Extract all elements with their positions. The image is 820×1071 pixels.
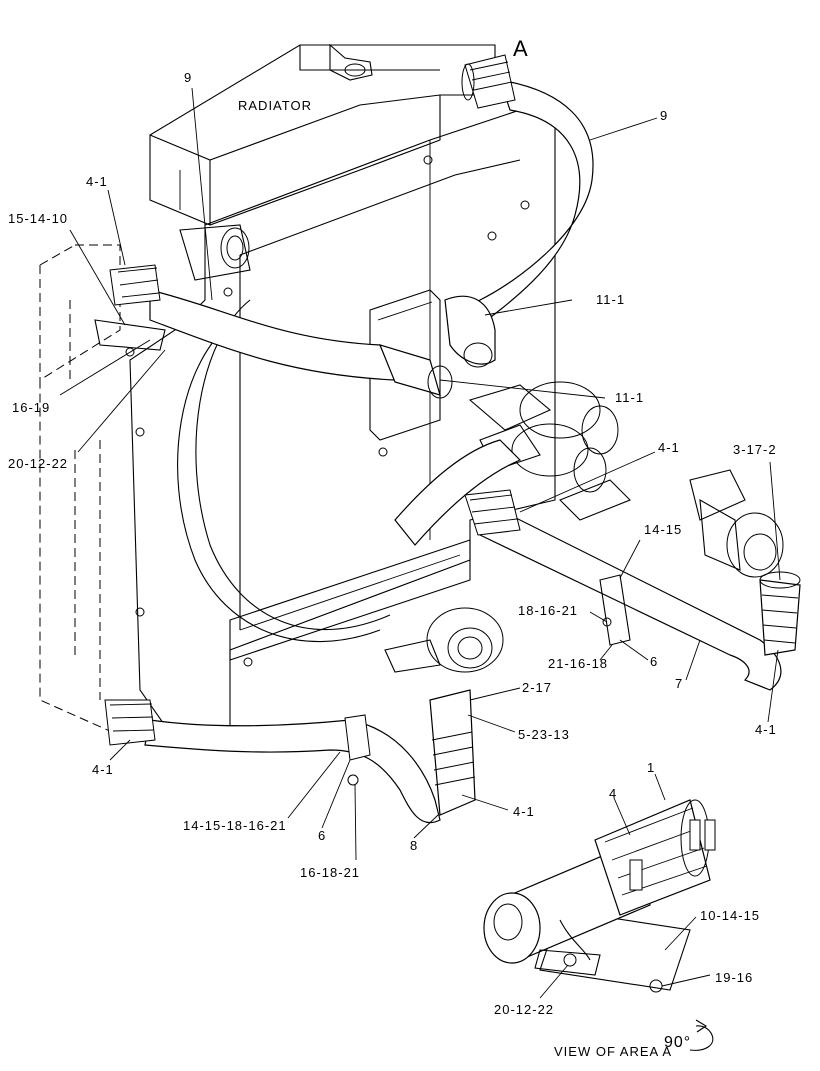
air-components [369, 289, 784, 673]
rotation-arrow-icon [689, 1019, 714, 1051]
callout-14-15: 14-15 [644, 522, 682, 537]
callout-10-14-15: 10-14-15 [700, 908, 760, 923]
callout-19-16: 19-16 [715, 970, 753, 985]
callout-1: 1 [647, 760, 655, 775]
callout-4-1-top-left: 4-1 [86, 174, 108, 189]
hose-routing [104, 54, 801, 824]
radiator-assembly [39, 43, 556, 741]
radiator-label: RADIATOR [238, 98, 312, 113]
callout-20-12-22-bottom: 20-12-22 [494, 1002, 554, 1017]
rotation-label: 90° [664, 1034, 691, 1051]
callout-4-1-right: 4-1 [755, 722, 777, 737]
leader-lines [59, 87, 781, 999]
callout-7: 7 [675, 676, 683, 691]
callout-3-17-2: 3-17-2 [733, 442, 777, 457]
callout-14-15-18-16-21: 14-15-18-16-21 [183, 818, 287, 833]
callout-11-1-lower: 11-1 [615, 390, 644, 405]
callout-16-18-21: 16-18-21 [300, 865, 360, 880]
callout-9-right: 9 [660, 108, 668, 123]
callout-4-1-bottom: 4-1 [513, 804, 535, 819]
callout-4: 4 [609, 786, 617, 801]
callout-21-16-18: 21-16-18 [548, 656, 608, 671]
callout-9-left: 9 [184, 70, 192, 85]
callout-15-14-10: 15-14-10 [8, 211, 68, 226]
callout-4-1-bottom-left: 4-1 [92, 762, 114, 777]
callout-11-1-upper: 11-1 [596, 292, 625, 307]
callout-4-1-middle: 4-1 [658, 440, 680, 455]
callout-16-19: 16-19 [12, 400, 50, 415]
view-caption: VIEW OF AREA A [554, 1044, 672, 1059]
callout-20-12-22-top: 20-12-22 [8, 456, 68, 471]
callout-6-bottom: 6 [318, 828, 326, 843]
view-title-a: A [513, 36, 528, 61]
diagram-labels: A RADIATOR VIEW OF AREA A 90° 9 9 4-1 15… [8, 36, 777, 1059]
callout-18-16-21: 18-16-21 [518, 603, 578, 618]
callout-8: 8 [410, 838, 418, 853]
callout-2-17: 2-17 [522, 680, 552, 695]
callout-6-right: 6 [650, 654, 658, 669]
callout-5-23-13: 5-23-13 [518, 727, 570, 742]
detail-view-area-a [483, 799, 716, 993]
